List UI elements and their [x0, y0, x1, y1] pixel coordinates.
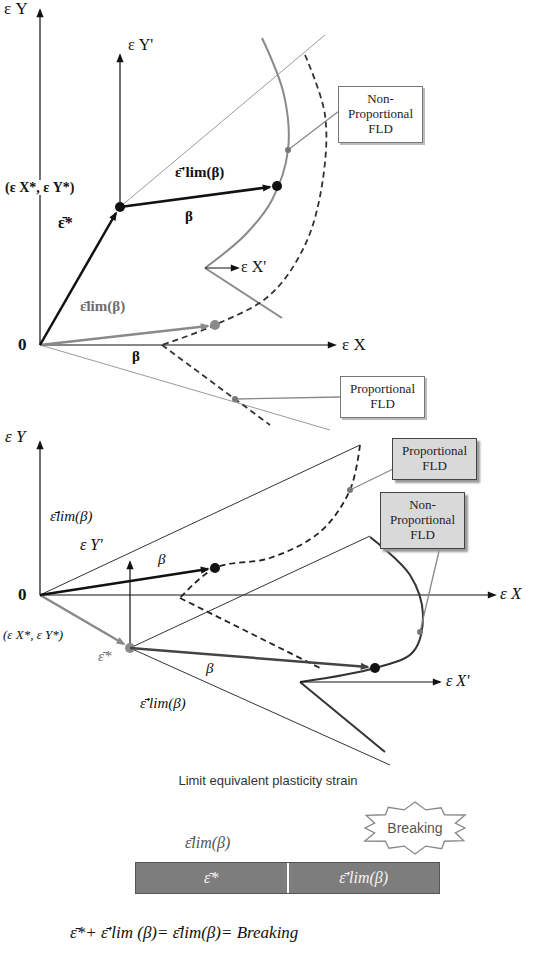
bar-label: ε̄lim(β): [185, 834, 230, 852]
proportional-fld-curve: [162, 345, 270, 425]
reference-line: [130, 536, 370, 648]
reference-line: [40, 445, 360, 595]
axis-label: ε X': [446, 672, 470, 690]
strain-label: ε̄lim(β): [50, 508, 93, 525]
leader-line: [420, 549, 440, 632]
strain-label: ε̄lim(β): [80, 298, 125, 315]
strain-label: ε̄*: [58, 214, 73, 232]
non-proportional-fld-curve: [300, 682, 385, 752]
strain-point: [210, 563, 220, 573]
y-axis: [39, 442, 40, 595]
strain-point: [272, 181, 282, 191]
leader-dot: [232, 396, 238, 402]
fld-callout-box: Proportional FLD: [392, 438, 477, 480]
shifted-y-axis: [129, 562, 130, 648]
equation: ε̄*+ ε̄'lim (β)= ε̄lim(β)= Breaking: [70, 924, 298, 943]
node-label: Non-Proportional FLD: [348, 92, 413, 137]
shifted-x-axis: [300, 681, 440, 682]
axis-label: ε X': [241, 258, 266, 276]
node-label: Proportional FLD: [402, 444, 467, 474]
fld-callout-box: Non-Proportional FLD: [338, 86, 423, 143]
strain-point: [210, 320, 220, 330]
angle-label: β: [132, 348, 140, 365]
limit-strain-arrow: [120, 187, 270, 207]
non-proportional-fld-curve: [205, 38, 289, 268]
node-label: Breaking: [387, 820, 442, 836]
reference-line: [120, 35, 325, 207]
bar-segment-label: ε̄*: [136, 863, 289, 893]
angle-label: β: [185, 208, 193, 225]
node-label: Proportional FLD: [350, 382, 415, 412]
leader-dot: [417, 629, 423, 635]
leader-line: [235, 397, 340, 399]
strain-label: ε̄*: [98, 648, 111, 665]
leader-dot: [347, 487, 353, 493]
axis-label: ε Y': [128, 36, 153, 54]
node-label: Non-Proportional FLD: [390, 498, 455, 543]
proportional-fld-curve: [180, 445, 360, 598]
origin-label: 0: [18, 336, 27, 355]
angle-label: β: [158, 551, 165, 568]
limit-strain-arrow: [130, 648, 368, 667]
limit-strain-arrow: [40, 569, 208, 595]
strain-label: ε̄'lim(β): [140, 695, 186, 712]
x-axis: [40, 344, 335, 345]
burst-shape: [365, 802, 465, 854]
limit-strain-arrow: [40, 326, 208, 345]
reference-line: [130, 648, 390, 765]
fld-callout-box: Non-Proportional FLD: [380, 492, 465, 549]
axis-label: ε Y': [80, 536, 103, 554]
point-label: (ε X*, ε Y*): [3, 180, 77, 195]
leader-dot: [285, 147, 291, 153]
point-label: (ε X*, ε Y*): [3, 628, 63, 642]
shifted-y-axis: [119, 55, 120, 207]
shifted-x-axis: [205, 267, 238, 268]
axis-label: ε X: [500, 585, 521, 604]
breaking-burst: Breaking: [355, 800, 475, 856]
non-proportional-fld-curve: [205, 268, 282, 318]
axis-label: ε Y: [4, 0, 28, 19]
leader-line: [288, 112, 338, 150]
reference-line: [40, 345, 330, 430]
fld-callout-box: Proportional FLD: [340, 376, 425, 418]
y-axis: [39, 10, 40, 345]
axis-label: ε Y: [5, 428, 25, 447]
strain-label: ε̄'lim(β): [175, 164, 224, 181]
bar-segment-label: ε̄'lim(β): [289, 863, 440, 893]
figure-caption: Limit equivalent plasticity strain: [178, 774, 357, 788]
angle-label: β: [206, 660, 213, 677]
non-proportional-fld-curve: [300, 537, 423, 682]
origin-label: 0: [18, 586, 27, 605]
leader-line: [350, 470, 392, 491]
proportional-fld-curve: [162, 55, 326, 345]
axis-label: ε X: [342, 336, 366, 355]
x-axis: [40, 594, 495, 595]
strain-bar: ε̄*ε̄'lim(β): [135, 862, 440, 894]
strain-point: [370, 663, 380, 673]
pre-strain-arrow: [40, 213, 116, 345]
